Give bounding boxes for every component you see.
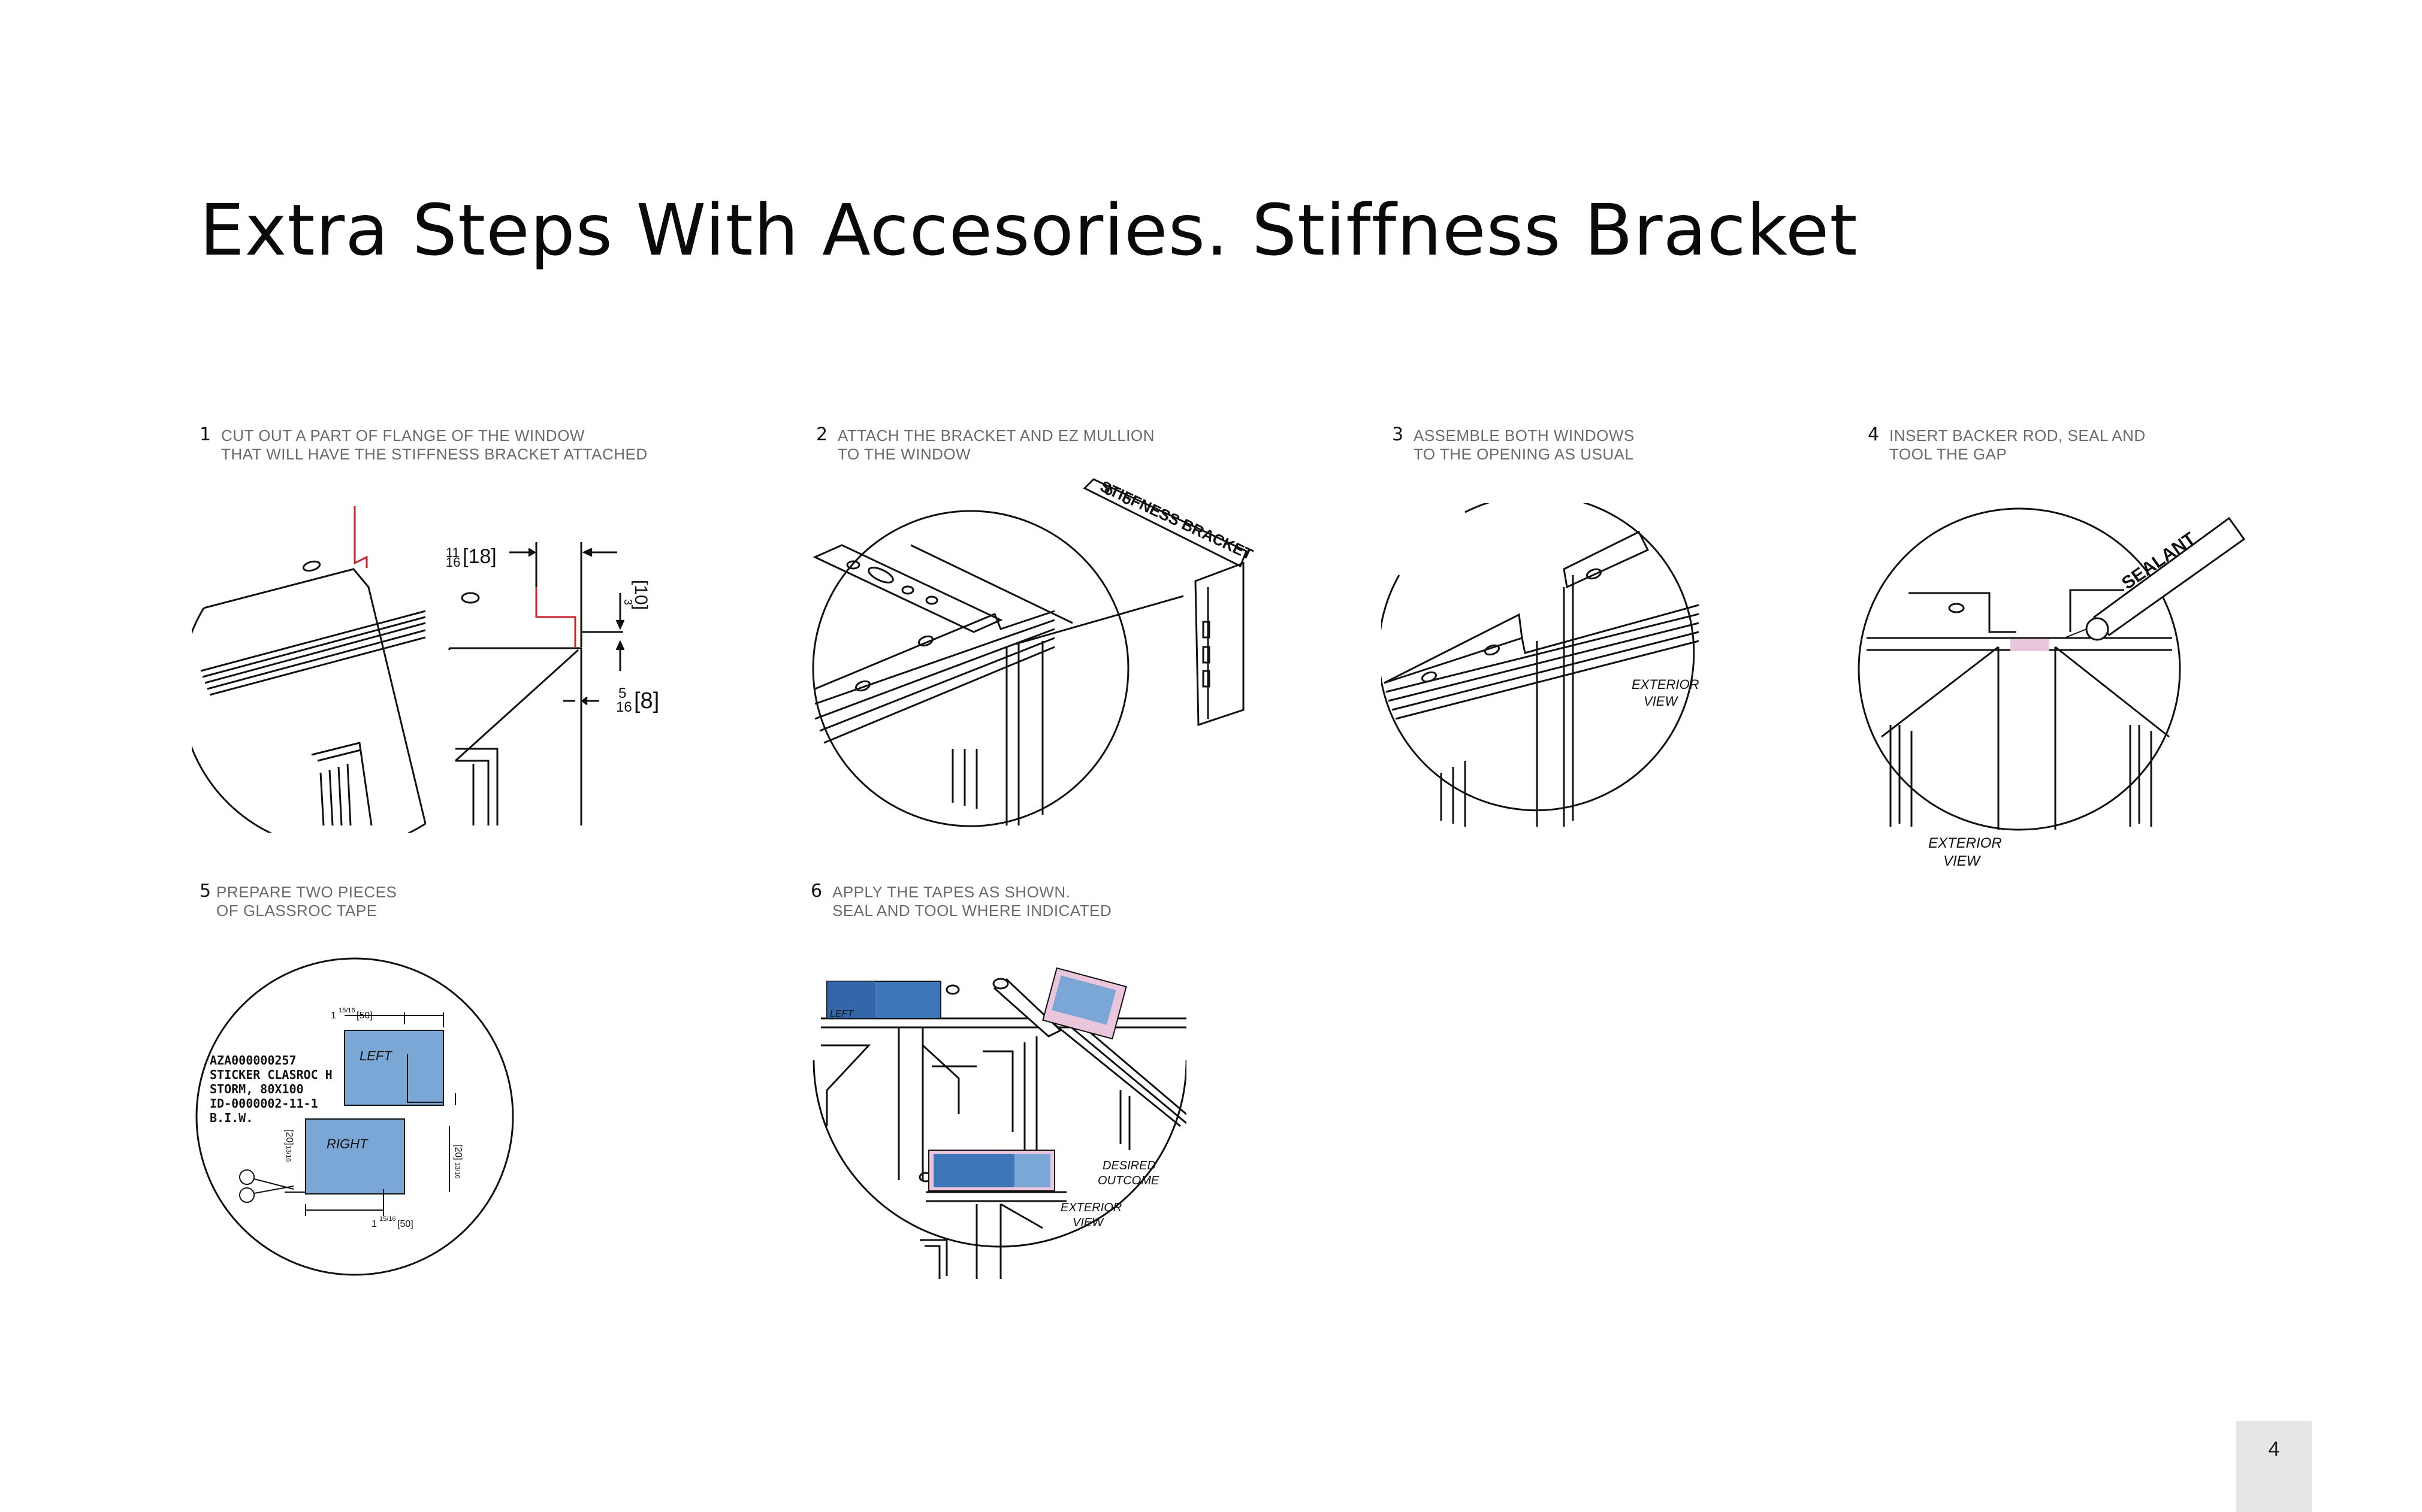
step-text-line: ASSEMBLE BOTH WINDOWS — [1414, 427, 1635, 444]
view-label: EXTERIOR — [1061, 1201, 1122, 1214]
bracket-label: STIFFNESS BRACKET — [1097, 477, 1255, 563]
step-text-line: TOOL THE GAP — [1889, 445, 2007, 463]
dim-c-den: 16 — [616, 699, 632, 715]
dim-a-den: 16 — [446, 555, 460, 570]
sticker-line: ID-0000002-11-1 — [210, 1096, 318, 1111]
figure-6-apply-tapes: LEFT DESIRED OUTCOME EXTERIOR VIEW — [813, 967, 1186, 1279]
figure-2-bracket-attach: STIFFNESS BRACKET — [812, 477, 1256, 827]
dim-bottom: [50] — [397, 1219, 413, 1229]
sticker-line: B.I.W. — [210, 1111, 253, 1125]
step-text-line: INSERT BACKER ROD, SEAL AND — [1889, 427, 2146, 444]
page-number: 4 — [2268, 1438, 2280, 1460]
view-label: VIEW — [1073, 1216, 1104, 1229]
dim-bottom-frac: 15/16 — [379, 1215, 396, 1223]
dim-b-frac: 3 — [622, 599, 634, 605]
dim-side: [20] — [453, 1144, 463, 1160]
dim-side-left: [20] — [284, 1129, 294, 1145]
seal-gap — [2010, 639, 2049, 651]
view-label: EXTERIOR — [1632, 677, 1699, 692]
step-text-line: SEAL AND TOOL WHERE INDICATED — [832, 902, 1112, 920]
view-label: VIEW — [1644, 694, 1678, 709]
tape-left-label: LEFT — [360, 1048, 392, 1063]
step-number: 2 — [816, 424, 828, 445]
dim-top: [50] — [357, 1011, 373, 1021]
tape-left — [344, 1030, 444, 1106]
desired-outcome-label: DESIRED — [1103, 1159, 1156, 1172]
step-number: 5 — [200, 881, 212, 902]
figure-3-assemble-windows: EXTERIOR VIEW — [1381, 503, 1699, 827]
view-label: VIEW — [1943, 853, 1982, 869]
step-text-line: PREPARE TWO PIECES — [216, 883, 397, 901]
step-number: 3 — [1392, 424, 1404, 445]
dim-bottom-whole: 1 — [372, 1219, 377, 1229]
step-text-line: TO THE WINDOW — [838, 445, 971, 463]
dim-a-num: 11 — [446, 545, 460, 560]
page-number-box: 4 — [2236, 1421, 2312, 1512]
dim-a-value: [18] — [463, 545, 497, 568]
step-number: 6 — [811, 881, 823, 902]
figure-1-flange-cutout: 11 16 [18] [10] 3 5 16 [8] — [192, 506, 659, 833]
sticker-line: STORM, 80X100 — [210, 1082, 304, 1096]
view-label: EXTERIOR — [1928, 835, 2002, 851]
dim-side-frac: 13/16 — [454, 1162, 461, 1179]
step-text-line: OF GLASSROC TAPE — [216, 902, 378, 920]
sticker-line: STICKER CLASROC H — [210, 1068, 333, 1082]
figure-5-glassroc-tape: AZA000000257 STICKER CLASROC H STORM, 80… — [195, 957, 514, 1276]
dim-b-value: [10] — [631, 580, 651, 610]
page-title: Extra Steps With Accesories. Stiffness B… — [200, 189, 1858, 271]
step-text-line: CUT OUT A PART OF FLANGE OF THE WINDOW — [221, 427, 585, 444]
step-text-line: ATTACH THE BRACKET AND EZ MULLION — [838, 427, 1155, 444]
sticker-line: AZA000000257 — [210, 1053, 297, 1068]
dim-top-whole: 1 — [331, 1011, 336, 1021]
figure-4-backer-rod-seal: SEALANT EXTERIOR VIEW — [1858, 507, 2246, 869]
tape-left-applied-label: LEFT — [830, 1009, 854, 1019]
step-text-line: TO THE OPENING AS USUAL — [1414, 445, 1634, 463]
step-number: 4 — [1868, 424, 1880, 445]
step-text-line: APPLY THE TAPES AS SHOWN. — [832, 883, 1071, 901]
desired-outcome-label: OUTCOME — [1098, 1174, 1159, 1187]
step-text-line: THAT WILL HAVE THE STIFFNESS BRACKET ATT… — [221, 445, 648, 463]
dim-side-left-frac: 13/16 — [285, 1145, 292, 1162]
dim-c-value: [8] — [634, 688, 659, 713]
step-number: 1 — [200, 424, 212, 445]
dim-top-frac: 15/16 — [339, 1007, 355, 1014]
dim-c-num: 5 — [618, 685, 626, 701]
tape-right-label: RIGHT — [327, 1136, 369, 1151]
tape-right — [305, 1118, 405, 1195]
